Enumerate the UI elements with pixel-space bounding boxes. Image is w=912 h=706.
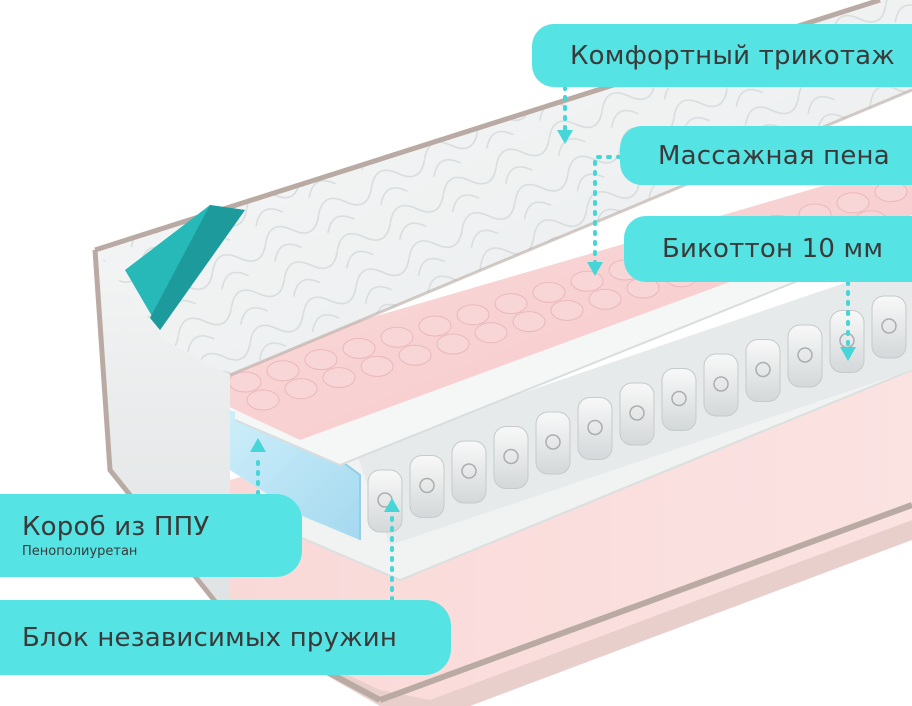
foam-bump	[532, 281, 566, 303]
foam-bump	[360, 355, 394, 377]
spring-pocket	[577, 397, 613, 460]
label-bicotton-text: Бикоттон 10 мм	[662, 234, 884, 264]
foam-bump	[266, 360, 300, 382]
spring-pocket	[619, 382, 655, 446]
foam-bump	[456, 304, 490, 326]
spring-pocket	[703, 353, 739, 417]
foam-bump	[246, 389, 280, 411]
pointer-lines	[256, 85, 850, 602]
foam-bump	[836, 192, 870, 214]
foam-bump	[570, 270, 604, 292]
foam-bump	[588, 288, 622, 310]
label-ppu-box-subtext: Пенополиуретан	[22, 544, 138, 559]
pointer-arrowheads	[250, 130, 856, 512]
foam-bump	[418, 315, 452, 337]
label-comfort-knit-text: Комфортный трикотаж	[570, 40, 895, 71]
label-massage-foam-text: Массажная пена	[658, 140, 890, 171]
spring-pocket	[535, 411, 571, 475]
spring-pocket	[451, 440, 487, 504]
spring-pocket	[367, 469, 403, 533]
label-spring-block-text: Блок независимых пружин	[22, 622, 398, 653]
foam-bump	[398, 344, 432, 366]
foam-bump	[380, 326, 414, 348]
spring-block	[355, 260, 912, 545]
spring-pocket	[787, 324, 823, 388]
foam-bump	[342, 337, 376, 359]
spring-pocket	[745, 339, 781, 402]
foam-bump	[550, 299, 584, 321]
teal-corner-accent	[125, 205, 245, 330]
label-spring-block: Блок независимых пружин	[0, 600, 451, 675]
foam-bump	[322, 367, 356, 389]
label-massage-foam: Массажная пена	[620, 126, 912, 185]
foam-bump	[284, 378, 318, 400]
label-bicotton: Бикоттон 10 мм	[624, 216, 912, 282]
spring-pocket	[493, 426, 529, 489]
spring-pocket	[871, 295, 907, 359]
foam-bump	[512, 311, 546, 333]
spring-pocket	[661, 368, 697, 431]
label-ppu-box-text: Короб из ППУ	[22, 512, 210, 542]
spring-pocket	[409, 455, 445, 518]
label-ppu-box: Короб из ППУ Пенополиуретан	[0, 494, 302, 577]
foam-bump	[304, 349, 338, 371]
foam-bump	[436, 333, 470, 355]
foam-bump	[474, 322, 508, 344]
foam-bump	[494, 293, 528, 315]
label-comfort-knit: Комфортный трикотаж	[532, 24, 912, 87]
